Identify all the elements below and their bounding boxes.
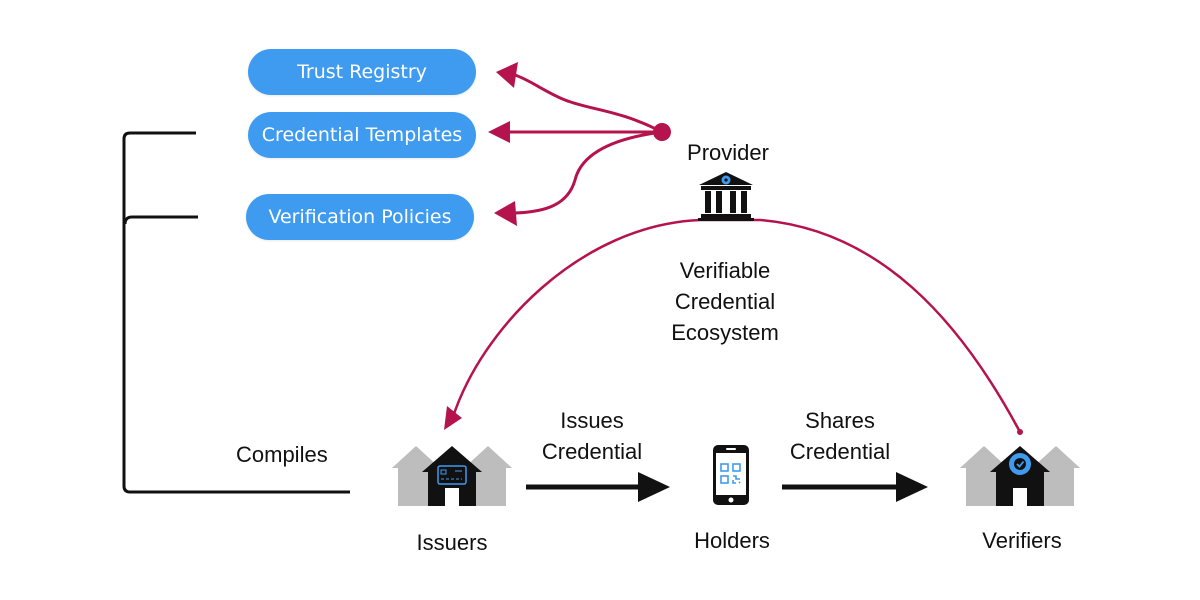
- credential-templates-pill: Credential Templates: [248, 112, 476, 158]
- ecosystem-line-2: Credential: [674, 289, 776, 314]
- bank-building-icon: [698, 172, 754, 221]
- shares-line-2: Credential: [789, 439, 891, 464]
- arrowhead-trust-registry: [496, 62, 518, 88]
- gear-icon: [721, 175, 731, 185]
- verified-badge-icon: [1009, 453, 1031, 475]
- ecosystem-arc: [450, 218, 1022, 433]
- shares-credential-label: Shares Credential: [770, 405, 910, 467]
- issues-arrowhead: [638, 472, 670, 502]
- provider-label: Provider: [687, 140, 769, 165]
- credential-templates-label: Credential Templates: [261, 124, 463, 146]
- issuers-label: Issuers: [416, 530, 488, 555]
- branch-to-trust-registry: [514, 73, 663, 134]
- holders-label: Holders: [694, 528, 770, 553]
- verification-policies-pill: Verification Policies: [246, 194, 474, 240]
- house-verified-badge-icon: [960, 446, 1080, 506]
- qr-code-icon: [720, 463, 741, 484]
- house-black-icon: [422, 446, 482, 506]
- credential-card-icon: [437, 465, 467, 485]
- trust-registry-pill: Trust Registry: [248, 49, 476, 95]
- verifiers-label: Verifiers: [982, 528, 1062, 553]
- compiles-label: Compiles: [236, 442, 328, 467]
- house-credential-card-icon: [392, 446, 512, 506]
- compiles-bracket: [122, 131, 350, 494]
- arc-arrowhead-issuers: [444, 406, 462, 430]
- branch-to-verification-policies: [514, 130, 663, 215]
- arrowhead-credential-templates: [488, 121, 510, 143]
- smartphone-qr-code-icon: [713, 445, 749, 505]
- trust-registry-label: Trust Registry: [297, 61, 427, 83]
- compiles-bracket-tick: [123, 215, 198, 225]
- issues-line-2: Credential: [541, 439, 643, 464]
- shares-arrowhead: [896, 472, 928, 502]
- shares-line-1: Shares: [805, 408, 875, 433]
- arrowhead-verification-policies: [494, 201, 517, 226]
- verification-policies-label: Verification Policies: [268, 206, 452, 228]
- arc-end-dot-verifiers: [1017, 429, 1023, 435]
- ecosystem-title: Verifiable Credential Ecosystem: [640, 255, 810, 348]
- ecosystem-line-1: Verifiable: [679, 258, 771, 283]
- ecosystem-line-3: Ecosystem: [671, 320, 779, 345]
- issues-credential-label: Issues Credential: [522, 405, 662, 467]
- issues-line-1: Issues: [560, 408, 624, 433]
